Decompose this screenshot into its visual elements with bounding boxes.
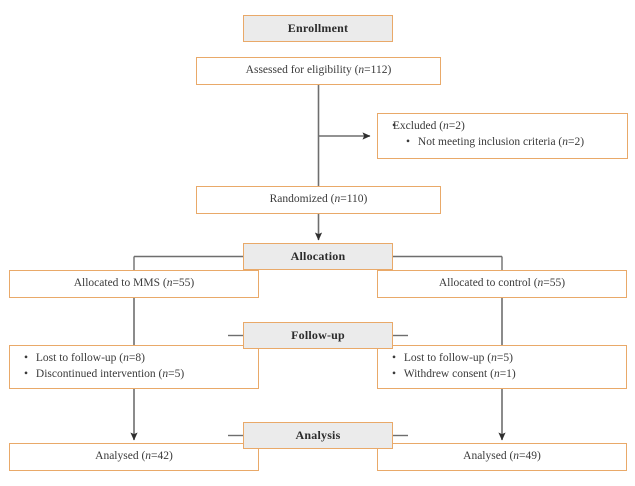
n-symbol: n: [123, 352, 129, 364]
excluded-header: Excluded (n=2): [392, 119, 627, 135]
node-assessed-for-eligibility: Assessed for eligibility (n=112): [196, 57, 441, 85]
n-symbol: n: [166, 277, 173, 290]
stage-label-enrollment: Enrollment: [287, 21, 349, 36]
n-symbol: n: [562, 135, 569, 148]
n-symbol: n: [145, 450, 152, 463]
n-symbol: n: [334, 193, 341, 206]
node-randomized: Randomized (n=110): [196, 186, 441, 214]
node-randomized-text: Randomized (n=110): [269, 193, 368, 206]
node-allocated-mms: Allocated to MMS (n=55): [9, 270, 259, 298]
followup-mms-item: Lost to follow-up (n=8): [24, 351, 258, 367]
node-followup-mms: Lost to follow-up (n=8) Discontinued int…: [9, 345, 259, 389]
n-symbol: n: [162, 367, 169, 380]
stage-label-followup: Follow-up: [291, 328, 345, 343]
stage-label-allocation: Allocation: [290, 249, 346, 264]
node-analysed-control-text: Analysed (n=49): [463, 450, 541, 463]
node-assessed-text: Assessed for eligibility (n=112): [245, 64, 392, 77]
followup-mms-item: Discontinued intervention (n=5): [24, 367, 258, 383]
node-analysed-mms-text: Analysed (n=42): [95, 450, 173, 463]
stage-header-allocation: Allocation: [243, 243, 393, 270]
node-analysed-mms: Analysed (n=42): [9, 443, 259, 471]
followup-control-item: Lost to follow-up (n=5): [392, 351, 626, 367]
excluded-reason: Not meeting inclusion criteria (n=2): [392, 135, 627, 151]
n-symbol: n: [443, 120, 449, 132]
n-symbol: n: [513, 450, 520, 463]
node-followup-control: Lost to follow-up (n=5) Withdrew consent…: [377, 345, 627, 389]
node-allocated-control: Allocated to control (n=55): [377, 270, 627, 298]
node-excluded: Excluded (n=2) Not meeting inclusion cri…: [377, 113, 628, 159]
stage-header-followup: Follow-up: [243, 322, 393, 349]
n-symbol: n: [537, 277, 544, 290]
stage-label-analysis: Analysis: [295, 428, 341, 443]
n-symbol: n: [358, 64, 365, 77]
n-symbol: n: [493, 367, 500, 380]
stage-header-analysis: Analysis: [243, 422, 393, 449]
followup-control-item: Withdrew consent (n=1): [392, 367, 626, 383]
node-analysed-control: Analysed (n=49): [377, 443, 627, 471]
n-symbol: n: [491, 352, 497, 364]
stage-header-enrollment: Enrollment: [243, 15, 393, 42]
node-allocated-mms-text: Allocated to MMS (n=55): [73, 277, 195, 290]
node-allocated-control-text: Allocated to control (n=55): [438, 277, 566, 290]
